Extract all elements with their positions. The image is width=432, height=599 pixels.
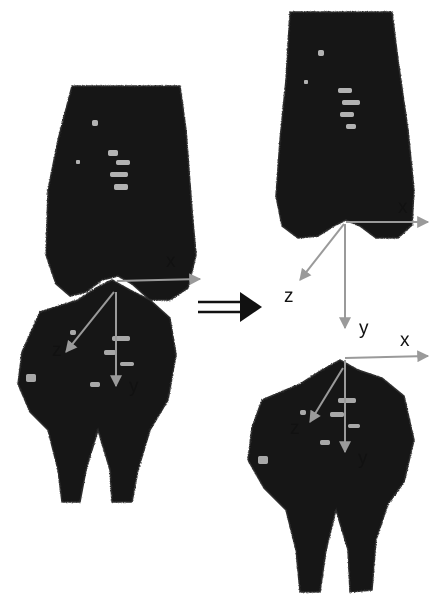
right-femur-bone xyxy=(276,12,414,238)
left-knee-assembly: x z y xyxy=(18,86,200,502)
left-tibia-z-label: z xyxy=(52,340,62,361)
right-tibia-z-label: z xyxy=(290,418,300,439)
right-femur-y-label: y xyxy=(359,318,369,339)
right-femur-z-label: z xyxy=(284,286,294,307)
double-arrow-right-icon xyxy=(198,292,262,322)
right-knee-assembly: x z y x z y xyxy=(248,12,428,592)
right-tibia-x-axis xyxy=(345,356,428,358)
right-tibia-bone xyxy=(248,360,414,592)
right-tibia-x-label: x xyxy=(400,330,410,351)
left-tibia-y-label: y xyxy=(129,376,139,397)
left-femur-x-label: x xyxy=(166,251,176,272)
right-tibia-y-label: y xyxy=(358,448,368,469)
right-femur-x-label: x xyxy=(398,197,408,218)
